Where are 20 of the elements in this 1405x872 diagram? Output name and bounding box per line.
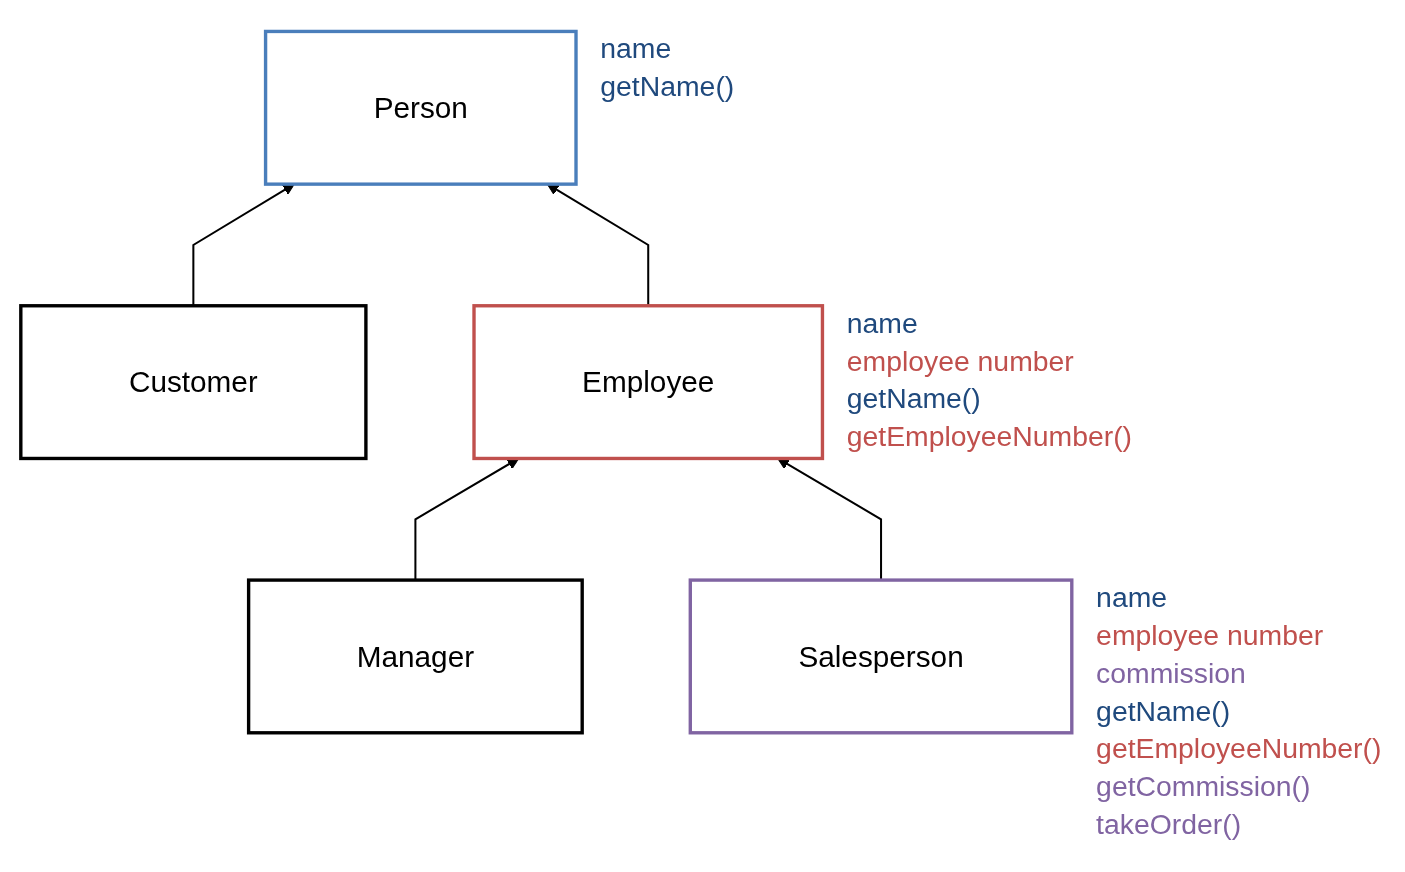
member-text: getName()	[1096, 694, 1231, 727]
node-box: Customer	[19, 303, 368, 460]
node-box: Salesperson	[688, 578, 1074, 735]
member-text: name	[846, 306, 918, 339]
member-text: getEmployeeNumber()	[1096, 732, 1382, 765]
member-text: employee number	[1096, 618, 1324, 651]
member-text: getName()	[600, 69, 735, 102]
member-text: getEmployeeNumber()	[846, 419, 1133, 452]
member-text: employee number	[846, 344, 1074, 377]
arrow	[192, 183, 295, 306]
member-text: commission	[1096, 656, 1246, 689]
member-text: name	[600, 32, 672, 65]
node-box: Employee	[472, 303, 825, 460]
member-text: getName()	[846, 382, 981, 415]
node-box: Person	[263, 29, 578, 186]
node-box: Manager	[246, 578, 584, 735]
member-text: name	[1096, 580, 1168, 613]
arrow	[546, 183, 650, 306]
member-text: getCommission()	[1096, 769, 1311, 802]
member-text: takeOrder()	[1096, 807, 1242, 840]
